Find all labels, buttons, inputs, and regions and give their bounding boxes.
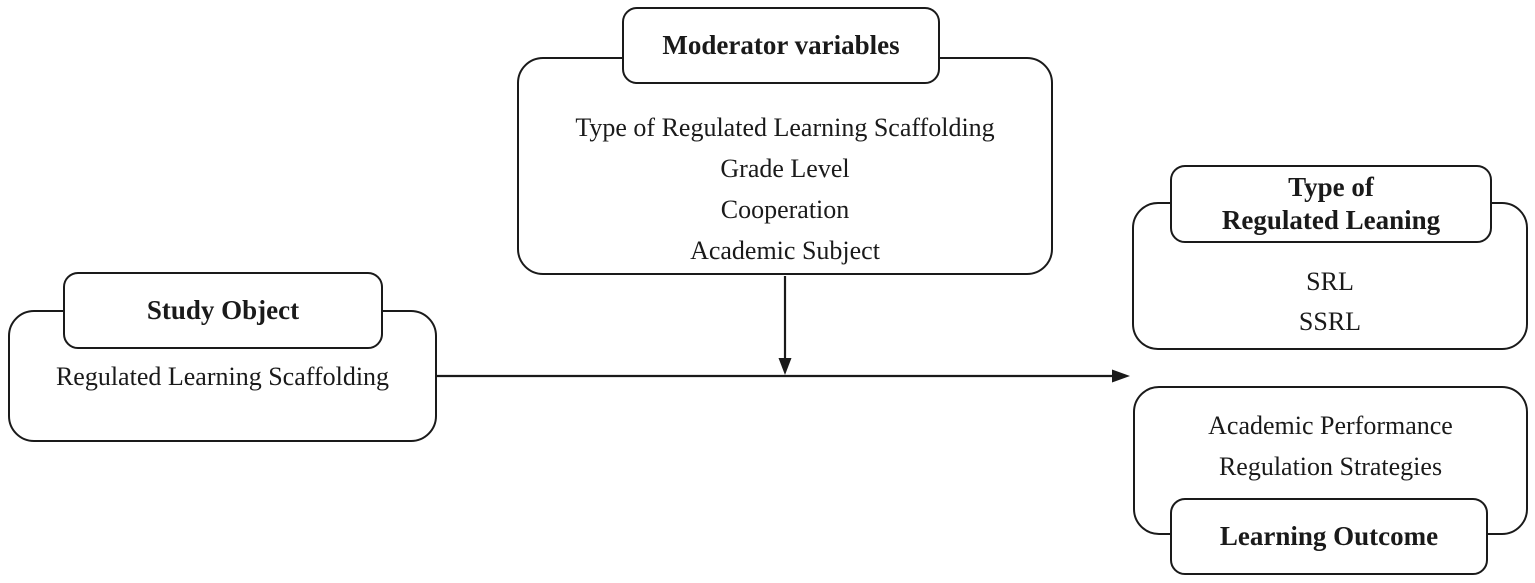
moderator-variables-items: Type of Regulated Learning Scaffolding G… [517, 89, 1053, 271]
learning-outcome-items: Academic Performance Regulation Strategi… [1133, 405, 1528, 487]
moderator-item: Grade Level [720, 154, 850, 183]
moderator-item: Cooperation [720, 195, 850, 224]
regulated-learning-type-title-box: Type of Regulated Leaning [1170, 165, 1492, 243]
moderator-item: Type of Regulated Learning Scaffolding [575, 113, 995, 142]
learning-outcome-title-box: Learning Outcome [1170, 498, 1488, 575]
study-object-item: Regulated Learning Scaffolding [55, 362, 390, 391]
moderator-variables-title-box: Moderator variables [622, 7, 940, 84]
study-object-title: Study Object [146, 295, 300, 325]
learning-outcome-item: Regulation Strategies [1218, 452, 1443, 481]
regulated-learning-type-title-line: Type of [1288, 172, 1374, 202]
learning-outcome-item: Academic Performance [1208, 411, 1453, 440]
regulated-learning-type-item: SSRL [1298, 307, 1362, 336]
regulated-learning-type-items: SRL SSRL [1132, 262, 1528, 342]
moderator-item: Academic Subject [690, 236, 880, 265]
moderator-variables-title: Moderator variables [662, 30, 900, 60]
regulated-learning-type-item: SRL [1306, 267, 1354, 296]
study-object-items: Regulated Learning Scaffolding [8, 358, 437, 396]
learning-outcome-title: Learning Outcome [1219, 521, 1439, 551]
moderation-arrow-head-icon [778, 358, 792, 375]
regulated-learning-type-title-line: Regulated Leaning [1221, 205, 1441, 235]
effect-arrow-head-icon [1112, 369, 1130, 383]
study-object-title-box: Study Object [63, 272, 383, 349]
moderator-variables-box [517, 57, 1053, 275]
